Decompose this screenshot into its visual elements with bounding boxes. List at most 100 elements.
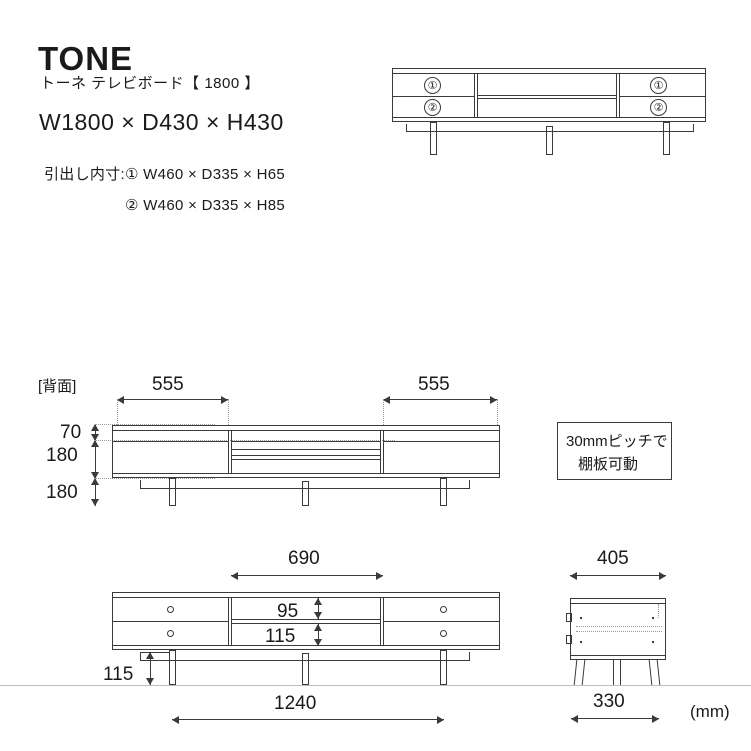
front-view-top-divider-right [616,73,617,117]
side-view-leg-span-text: 330 [593,691,625,712]
center-width-line [231,575,383,576]
side-view-leg-center [613,660,621,685]
rear-view-width-left-line [117,399,228,400]
front-view-bottom-divider-right [380,597,381,645]
rear-view-leg-left [169,478,176,506]
front-view-top-leg-right [663,122,670,155]
side-view-floor-line [500,685,751,686]
rear-view-divider-right-2 [383,430,384,473]
rear-view-height-arrow-1u [91,424,99,431]
front-view-bottom-leg-left [169,650,176,685]
side-view-drawer-front-lower [566,635,572,644]
rear-view-ext-line-top [95,424,215,425]
rear-view-height-top-text: 70 [60,422,82,443]
front-view-top-bottom-rail [393,117,705,118]
side-view-dot-bl [580,641,582,643]
side-view-dot-tl [580,617,582,619]
drawer-knob-upper-right [440,606,447,613]
rear-view-width-left-text: 555 [152,374,184,395]
opening-upper-height-text: 95 [277,601,299,622]
leg-height-ext-top [140,652,170,653]
front-view-bottom-floor-line [0,685,520,686]
side-view-leg-span-line [571,718,659,719]
front-view-top-divider-left [474,73,475,117]
center-width-arrow-end [376,572,383,580]
overall-dimensions-text: W1800 × D430 × H430 [39,109,284,135]
opening-lower-arrow-top [314,624,322,631]
side-view-depth-arrow-end [659,572,666,580]
product-subtitle: トーネ テレビボード【 1800 】 [40,75,260,92]
side-view-depth-text: 405 [597,548,629,569]
front-view-bottom-carcass [112,592,500,650]
opening-upper-arrow-top [314,598,322,605]
rear-view-height-middle-text: 180 [46,445,78,466]
rear-view-height-bottom-text: 180 [46,482,78,503]
side-view-leg-span-arrow-end [652,715,659,723]
rear-view-top-rail [113,430,499,431]
side-view-interior-shelf-upper [576,626,662,627]
front-view-bottom-center-shelf [231,619,380,620]
rear-view-height-arrow-1d [91,434,99,441]
front-view-top-top-rail [393,73,705,74]
rear-view-label: [背面] [38,378,77,395]
front-view-bottom-top-rail [113,597,499,598]
rear-view-divider-left [228,430,229,473]
opening-upper-height-line [318,598,319,619]
rear-view-leg-center [302,481,309,506]
rear-view-carcass [112,425,500,478]
rear-view-width-left-ext-2 [228,399,229,425]
front-view-bottom-leg-right [440,650,447,685]
center-width-arrow-start [231,572,238,580]
drawer-knob-upper-left [167,606,174,613]
rear-view-bottom-rail [113,473,499,474]
leg-height-arrow-bottom [146,678,154,685]
rear-view-leg-right [440,478,447,506]
drawer-knob-lower-right [440,630,447,637]
rear-view-right-panel-shelf [383,441,499,442]
front-view-top-left-drawer-split [393,96,474,97]
opening-lower-height-text: 115 [265,626,296,647]
front-view-bottom-bottom-rail [113,645,499,646]
front-view-bottom-left-drawer-split [113,621,228,622]
front-view-top-marker-1-right: ① [650,77,667,94]
side-view-bottom-rail [571,655,665,656]
side-view-diagram: 405 330 (mm) [500,540,751,751]
side-view-drawer-front-upper [566,613,572,622]
rear-view-width-left-arrow-end [221,396,228,404]
side-view-dot-br [652,641,654,643]
rear-view-ext-line-bot [95,478,215,479]
rear-view-center-shelf-lower-2 [231,459,380,460]
leg-height-line [150,652,151,685]
side-view-leg-left [573,660,586,685]
rear-view-height-chain-line [95,424,96,506]
front-view-top-leg-left [430,122,437,155]
leg-span-arrow-end [437,716,444,724]
opening-lower-height-line [318,624,319,646]
rear-view-height-arrow-2d [91,472,99,479]
front-view-bottom-leg-center [302,653,309,685]
rear-view-width-left-ext-1 [117,399,118,425]
drawer-knob-lower-left [167,630,174,637]
front-view-bottom-divider-left [228,597,229,645]
center-width-text: 690 [288,548,320,569]
side-view-pitch-holes [658,604,659,618]
front-view-top-marker-2-left: ② [424,99,441,116]
rear-view-width-right-arrow-start [383,396,390,404]
drawer-inner-dimension-line-2: ② W460 × D335 × H85 [125,197,286,214]
leg-span-text: 1240 [274,693,317,714]
front-view-top-stretcher [406,124,694,132]
rear-view-stretcher [140,480,470,489]
front-view-top-center-shelf [477,95,616,96]
side-view-top-rail [571,603,665,604]
side-view-depth-arrow-start [570,572,577,580]
rear-view-width-right-text: 555 [418,374,450,395]
shelf-pitch-note-line-1: 30mmピッチで [566,433,668,450]
side-view-depth-line [570,575,666,576]
shelf-pitch-note-line-2: 棚板可動 [578,456,639,473]
rear-view-divider-right [380,430,381,473]
rear-view-width-left-arrow-start [117,396,124,404]
leg-height-text: 115 [103,664,134,685]
rear-view-width-right-arrow-end [490,396,497,404]
front-view-top-marker-2-right: ② [650,99,667,116]
